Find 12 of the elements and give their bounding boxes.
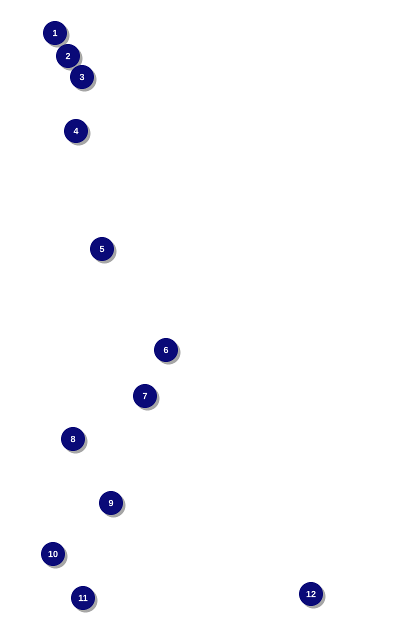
callout-number: 12 — [299, 582, 326, 608]
callout-number: 5 — [90, 237, 116, 264]
callout-number: 4 — [64, 119, 90, 146]
callout-number: 7 — [133, 384, 160, 410]
callout-number: 3 — [70, 65, 96, 92]
callout-number: 9 — [99, 491, 126, 518]
callout-number: 1 — [43, 21, 70, 48]
callout-number: 2 — [56, 44, 82, 70]
callout-number: 6 — [154, 338, 180, 364]
callout-number: 11 — [71, 586, 98, 612]
callout-number: 8 — [61, 427, 88, 454]
callout-number: 10 — [41, 542, 68, 568]
